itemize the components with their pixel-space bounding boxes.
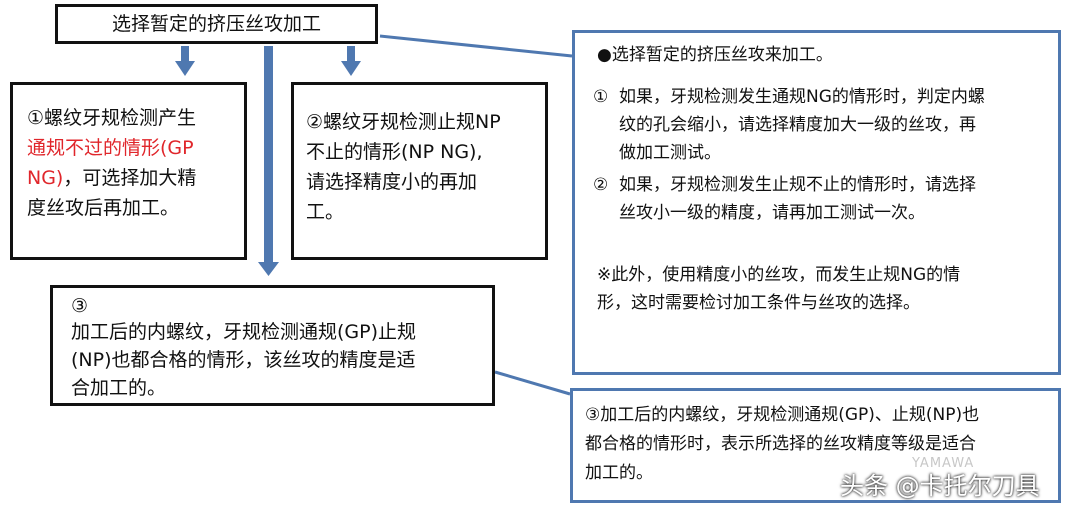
right-box-p2-num: ② xyxy=(593,175,609,195)
right-box-note-line2: 形，这时需要检讨加工条件与丝攻的选择。 xyxy=(597,293,920,313)
bottom-right-line1: ③加工后的内螺纹，牙规检测通规(GP)、止规(NP)也 xyxy=(585,405,980,425)
top-box-title: 选择暂定的挤压丝攻加工 xyxy=(111,13,321,35)
box-3: ③ 加工后的内螺纹，牙规检测通规(GP)止规 (NP)也都合格的情形，该丝攻的精… xyxy=(50,285,495,406)
box-2-line3: 请选择精度小的再加 xyxy=(306,171,478,193)
arrow-left-shaft xyxy=(181,46,189,62)
box-1-red-line1: 通规不过的情形(GP xyxy=(27,137,194,159)
right-box-p2-line1: 如果，牙规检测发生止规不止的情形时，请选择 xyxy=(619,175,976,195)
box-3-line3: 合加工的。 xyxy=(71,377,167,399)
right-box-paragraph-2: ② 如果，牙规检测发生止规不止的情形时，请选择 丝攻小一级的精度，请再加工测试一… xyxy=(587,171,1048,227)
right-box-p2-line2: 丝攻小一级的精度，请再加工测试一次。 xyxy=(619,203,925,223)
connector-box3-to-bottom-right xyxy=(494,370,571,396)
box-2-line4: 工。 xyxy=(306,201,345,223)
arrow-right-head xyxy=(341,61,361,76)
arrow-middle-head xyxy=(258,262,279,276)
right-box-note-line1: ※此外，使用精度小的丝攻，而发生止规NG的情 xyxy=(597,265,961,285)
bottom-right-line3: 加工的。 xyxy=(585,463,653,483)
connector-top-to-right xyxy=(379,34,573,58)
box-2-line1: ②螺纹牙规检测止规NP xyxy=(306,111,501,133)
arrow-left-head xyxy=(175,61,195,76)
right-box-p1-line3: 做加工测试。 xyxy=(619,143,721,163)
arrow-right-shaft xyxy=(347,46,355,62)
box-1-num: ① xyxy=(27,107,45,129)
right-info-box: ●选择暂定的挤压丝攻来加工。 ① 如果，牙规检测发生通规NG的情形时，判定内螺 … xyxy=(572,30,1061,375)
right-box-paragraph-1: ① 如果，牙规检测发生通规NG的情形时，判定内螺 纹的孔会缩小，请选择精度加大一… xyxy=(587,83,1048,167)
top-box: 选择暂定的挤压丝攻加工 xyxy=(55,4,378,44)
watermark-brand: YAMAWA xyxy=(912,456,975,471)
right-box-note: ※此外，使用精度小的丝攻，而发生止规NG的情 形，这时需要检讨加工条件与丝攻的选… xyxy=(597,261,1048,317)
box-1: ①螺纹牙规检测产生 通规不过的情形(GP NG)，可选择加大精 度丝攻后再加工。 xyxy=(10,82,247,260)
box-1-line2: ，可选择加大精 xyxy=(63,167,197,189)
box-3-num: ③ xyxy=(71,295,89,317)
box-1-red-line2: NG) xyxy=(27,167,64,189)
box-3-line2: (NP)也都合格的情形，该丝攻的精度是适 xyxy=(71,349,416,371)
box-2: ②螺纹牙规检测止规NP 不止的情形(NP NG), 请选择精度小的再加 工。 xyxy=(291,82,548,260)
right-box-p1-line1: 如果，牙规检测发生通规NG的情形时，判定内螺 xyxy=(619,87,985,107)
box-3-line1: 加工后的内螺纹，牙规检测通规(GP)止规 xyxy=(71,321,417,343)
arrow-middle-shaft xyxy=(264,46,273,264)
box-2-line2: 不止的情形(NP NG), xyxy=(306,141,483,163)
box-1-line1: 螺纹牙规检测产生 xyxy=(44,107,197,129)
bottom-right-line2: 都合格的情形时，表示所选择的丝攻精度等级是适合 xyxy=(585,434,976,454)
right-box-header: ●选择暂定的挤压丝攻来加工。 xyxy=(597,45,833,65)
box-1-line3: 度丝攻后再加工。 xyxy=(27,197,180,219)
right-box-p1-line2: 纹的孔会缩小，请选择精度加大一级的丝攻，再 xyxy=(619,115,976,135)
bottom-right-box: ③加工后的内螺纹，牙规检测通规(GP)、止规(NP)也 都合格的情形时，表示所选… xyxy=(570,388,1061,503)
watermark-text: 头条 @卡托尔刀具 xyxy=(840,472,1040,500)
right-box-p1-num: ① xyxy=(593,87,609,107)
